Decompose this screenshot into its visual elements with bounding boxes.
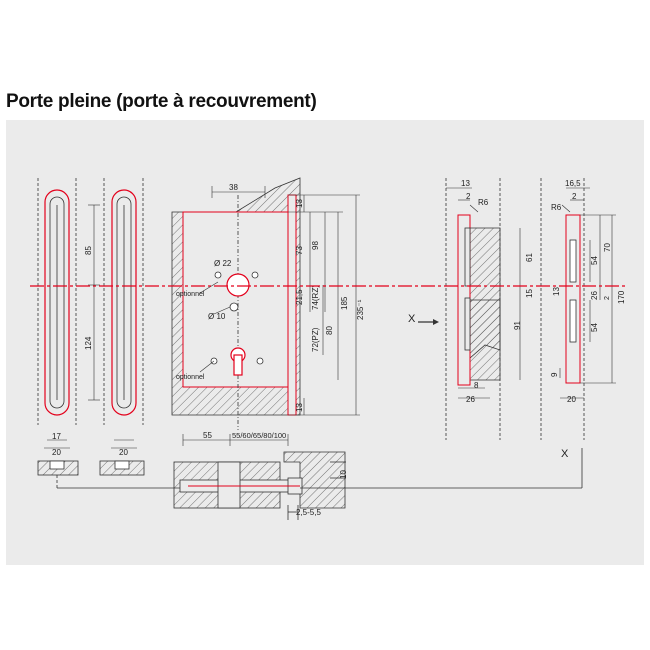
dim-85: 85 xyxy=(84,246,93,255)
label-diam-10: Ø 10 xyxy=(208,312,226,321)
label-x-1: X xyxy=(408,313,416,325)
dim-17: 17 xyxy=(52,432,61,441)
dim-backset: 55/60/65/80/100 xyxy=(232,431,286,440)
strike-right xyxy=(540,178,585,488)
dim-21-5: 21,5 xyxy=(295,289,304,305)
dim-13-bottom: 13 xyxy=(295,403,304,412)
dim-13-strike-right: 13 xyxy=(552,287,561,296)
label-diam-22: Ø 22 xyxy=(214,259,232,268)
dim-8: 8 xyxy=(474,381,479,390)
dim-91: 91 xyxy=(513,321,522,330)
label-r6-right: R6 xyxy=(551,203,562,212)
dim-70: 70 xyxy=(603,243,612,252)
dim-54-b: 54 xyxy=(590,323,599,332)
lock-body xyxy=(171,177,301,430)
dim-170: 170 xyxy=(617,290,626,304)
dim-235: 235⁻¹ xyxy=(356,299,365,320)
lock-body-dimensions xyxy=(182,186,360,446)
dim-2-strike-right-b: 2 xyxy=(604,296,611,300)
dim-10: 10 xyxy=(339,470,348,479)
label-x-2: X xyxy=(561,448,569,460)
front-plate-left xyxy=(37,178,77,425)
dim-9: 9 xyxy=(550,372,559,377)
dim-20-b: 20 xyxy=(119,448,128,457)
label-optional-2: optionnel xyxy=(176,374,205,381)
dim-73: 73 xyxy=(295,246,304,255)
dim-13-strike-left: 13 xyxy=(461,179,470,188)
front-plate-dimensions xyxy=(44,204,137,449)
label-r6-left: R6 xyxy=(478,198,489,207)
strike-left-dimensions xyxy=(446,187,521,399)
dim-2-strike-right-a: 2 xyxy=(572,192,577,201)
page-title: Porte pleine (porte à recouvrement) xyxy=(6,91,317,112)
dim-26-strike-left: 26 xyxy=(466,395,475,404)
dim-38: 38 xyxy=(229,183,238,192)
dim-13-top: 13 xyxy=(295,199,304,208)
strike-right-dimensions xyxy=(559,187,616,399)
dim-72pz: 72(PZ) xyxy=(311,327,320,352)
dim-2-5-5-5: 2,5-5,5 xyxy=(296,508,321,517)
dim-55: 55 xyxy=(203,431,212,440)
front-plate-right xyxy=(103,178,144,425)
dim-2-strike-left: 2 xyxy=(466,192,471,201)
plate-profiles xyxy=(37,460,180,489)
dim-16-5: 16,5 xyxy=(565,179,581,188)
strike-left xyxy=(445,178,501,440)
dim-61: 61 xyxy=(525,253,534,262)
dim-54-a: 54 xyxy=(590,256,599,265)
dim-20-strike-right: 20 xyxy=(567,395,576,404)
dim-74rz: 74(RZ) xyxy=(311,285,320,310)
dim-98: 98 xyxy=(311,241,320,250)
dim-185: 185 xyxy=(340,296,349,310)
dim-124: 124 xyxy=(84,336,93,350)
dim-26-strike-right: 26 xyxy=(590,291,599,300)
dim-15: 15 xyxy=(525,289,534,298)
dim-20-a: 20 xyxy=(52,448,61,457)
label-optional-1: optionnel xyxy=(176,291,205,298)
lock-top-section xyxy=(173,451,582,520)
dim-80: 80 xyxy=(325,326,334,335)
